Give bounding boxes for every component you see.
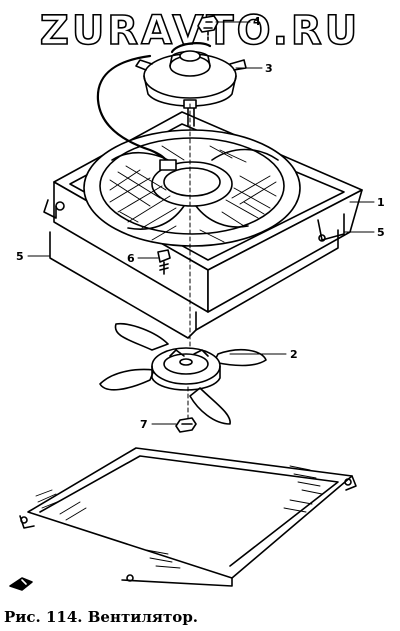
radiator-core	[19, 447, 357, 587]
callout-6: 6	[127, 252, 135, 265]
alignment-lines	[187, 103, 191, 421]
shroud-opening	[83, 129, 301, 247]
callout-2: 2	[290, 348, 298, 361]
callout-1: 1	[377, 196, 385, 209]
wire-harness	[96, 42, 212, 171]
exploded-view	[9, 15, 375, 591]
mesh-grille	[109, 145, 277, 243]
clip-part	[9, 577, 33, 591]
bolt-6	[157, 249, 171, 275]
callout-7: 7	[140, 418, 148, 431]
figure-caption: Рис. 114. Вентилятор.	[4, 608, 199, 626]
nut-7	[175, 417, 197, 433]
fan-motor	[135, 50, 247, 127]
callout-5-right: 5	[377, 226, 385, 239]
watermark: ZURAVTO.RU	[39, 7, 360, 54]
nut-4	[197, 15, 219, 43]
callout-3: 3	[265, 62, 273, 75]
callout-4: 4	[253, 15, 261, 28]
watermark-text: ZURAVTO.RU	[40, 8, 360, 54]
callout-5-left: 5	[16, 250, 24, 263]
leader-lines	[27, 21, 375, 425]
fan-blade	[99, 322, 267, 425]
